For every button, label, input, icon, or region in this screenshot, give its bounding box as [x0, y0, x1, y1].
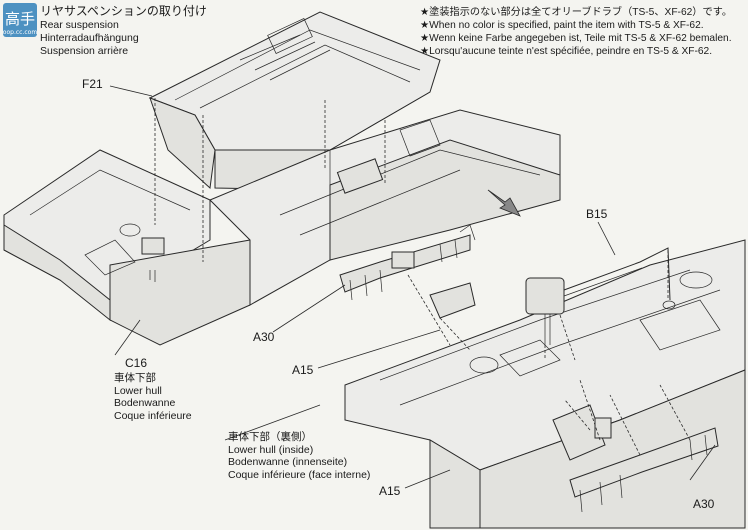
label-a15-bottom: A15: [379, 484, 401, 498]
part-c16-drawing: [3, 149, 251, 346]
caption-lower-hull-de: Bodenwanne: [114, 397, 176, 409]
note-en: ★When no color is specified, paint the i…: [420, 20, 704, 31]
chassis-drawing: [209, 109, 561, 306]
caption-lower-hull-en: Lower hull: [114, 384, 162, 397]
caption-inside-de: Bodenwanne (innenseite): [228, 456, 348, 468]
title-de: Hinterradaufhängung: [40, 32, 139, 44]
leader-lines: [109, 85, 716, 489]
title-fr: Suspension arrière: [40, 45, 129, 57]
paint-notes: ★塗装指示のない部分は全てオリーブドラブ（TS-5、XF-62）です。 ★Whe…: [420, 6, 732, 58]
label-a30-left: A30: [253, 330, 275, 344]
caption-lower-hull-fr: Coque inférieure: [114, 409, 192, 422]
caption-inside-en: Lower hull (inside): [228, 443, 314, 456]
note-fr: ★Lorsqu'aucune teinte n'est spécifiée, p…: [420, 46, 713, 57]
caption-lower-hull-inside: 車体下部（裏側） Lower hull (inside) Bodenwanne …: [228, 431, 370, 481]
orientation-arrow: [487, 189, 521, 217]
part-b15-drawing: [525, 247, 676, 345]
caption-inside-fr: Coque inférieure (face interne): [228, 468, 371, 481]
title-jp: リヤサスペンションの取り付け: [40, 4, 207, 18]
svg-text:高手: 高手: [5, 10, 35, 28]
watermark-logo: 高手 oop.cc.com: [2, 2, 38, 38]
caption-lower-hull-jp: 車体下部: [114, 372, 156, 384]
caption-inside-jp: 車体下部（裏側）: [228, 431, 312, 443]
label-c16: C16: [125, 356, 148, 370]
caption-lower-hull: 車体下部 Lower hull Bodenwanne Coque inférie…: [114, 372, 192, 422]
label-b15: B15: [586, 207, 608, 221]
note-de: ★Wenn keine Farbe angegeben ist, Teile m…: [420, 33, 732, 44]
svg-text:oop.cc.com: oop.cc.com: [3, 29, 38, 36]
label-f21: F21: [82, 77, 103, 91]
label-a30-right: A30: [693, 497, 715, 511]
title-en: Rear suspension: [40, 19, 119, 31]
note-jp: ★塗装指示のない部分は全てオリーブドラブ（TS-5、XF-62）です。: [420, 7, 733, 18]
part-a30-right-drawing: [552, 404, 719, 513]
part-a30-left-drawing: [339, 224, 476, 319]
assembly-guides: [154, 98, 691, 456]
label-a15-mid: A15: [292, 363, 314, 377]
